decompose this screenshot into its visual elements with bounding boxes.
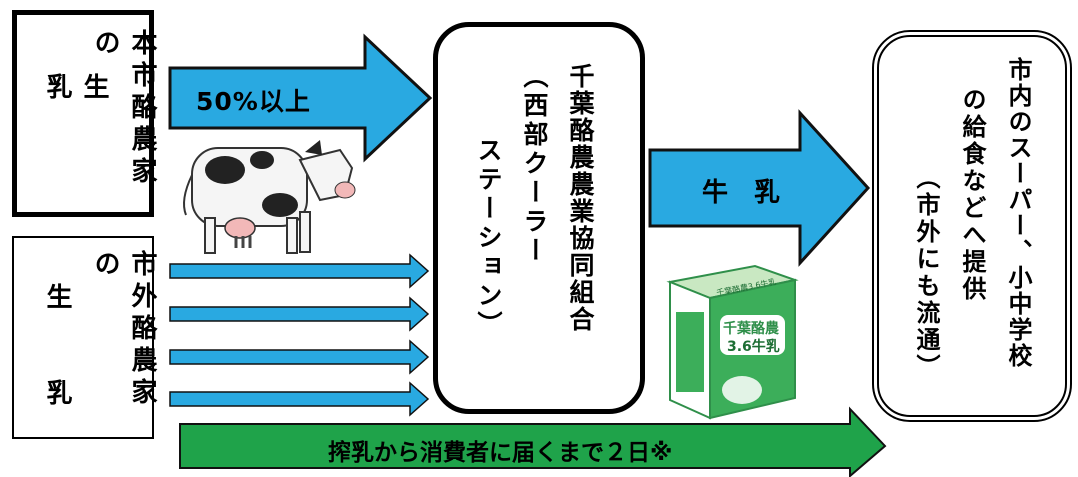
destination-line1: 市内のスーパー、小中学校 [1004,57,1032,369]
bottom-arrow-label: 搾乳から消費者に届くまで２日※ [328,440,673,466]
small-arrow-1 [169,253,430,289]
destination-line3: （市外にも流通） [912,165,940,381]
top-arrow-label: 50%以上 [196,87,311,116]
milk-carton-illustration [666,264,799,420]
middle-flow-arrow [648,109,871,267]
outside-farmers-box: 市外酪農家の 生 乳 [12,236,157,439]
outside-farmers-raw-milk: 生 乳 [42,283,72,427]
cow-illustration [183,140,356,254]
small-arrow-2 [169,296,430,332]
small-arrow-3 [169,339,430,375]
cooperative-name: 千葉酪農農業協同組合 [566,63,595,333]
cooperative-box: 千葉酪農農業協同組合 （西部クーラー ステーション） [433,22,645,414]
destination-box: 市内のスーパー、小中学校 の給食などへ提供 （市外にも流通） [872,30,1072,422]
cooperative-station-line1: （西部クーラー [520,63,549,266]
local-farmers-label: 本市酪農家の [90,29,157,189]
middle-arrow-label: 牛 乳 [702,178,781,208]
local-farmers-raw-milk: 生 乳 [42,73,109,169]
carton-product-text: 3.6牛乳 [727,339,780,355]
top-flow-arrow [168,33,433,163]
outside-farmers-label: 市外酪農家の [90,250,157,410]
cooperative-station-line2: ステーション） [474,137,503,340]
carton-brand-text: 千葉酪農 [723,321,779,337]
bottom-green-arrow [179,406,887,477]
destination-line2: の給食などへ提供 [958,87,986,303]
local-farmers-box: 本市酪農家の 生 乳 [12,10,157,217]
small-arrow-4 [169,381,430,417]
